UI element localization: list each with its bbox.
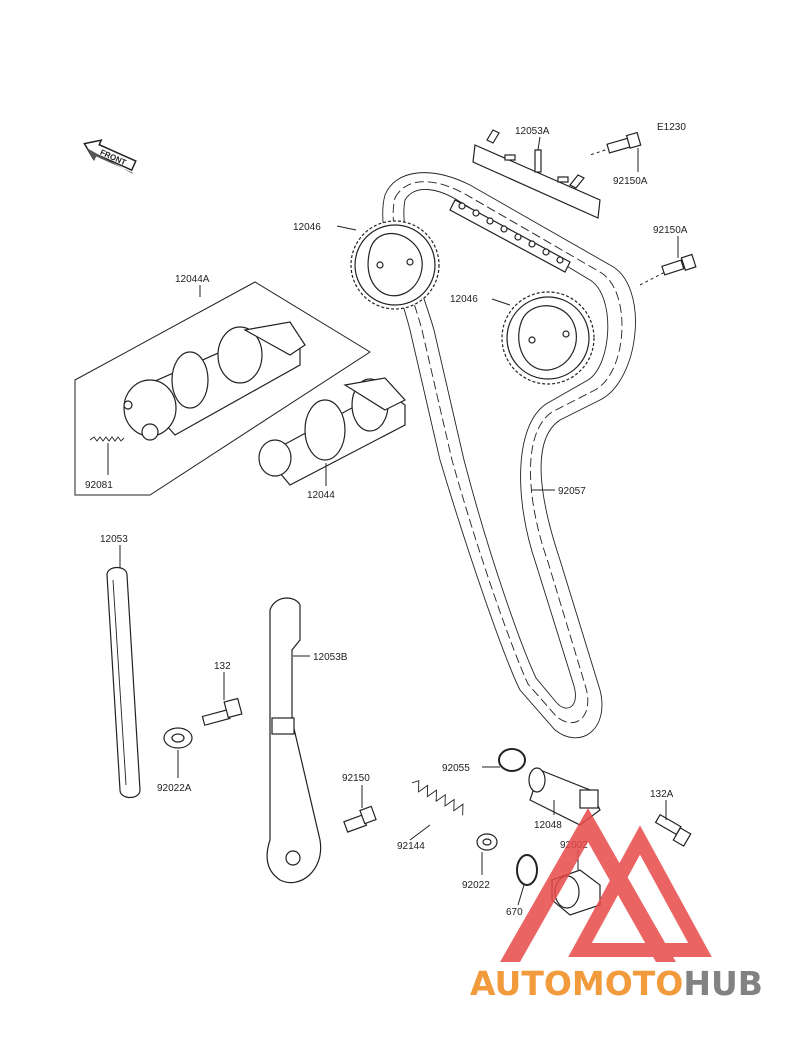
label-12044: 12044 bbox=[307, 490, 335, 501]
label-12053a: 12053A bbox=[515, 126, 550, 137]
watermark-text-automoto: AUTOMOTOHUB bbox=[470, 964, 763, 1003]
label-92055: 92055 bbox=[442, 763, 470, 774]
front-arrow-icon: FRONT bbox=[83, 139, 137, 174]
bolt-132 bbox=[201, 697, 243, 726]
chain-guide-12053 bbox=[106, 566, 141, 799]
bolt-132a bbox=[654, 813, 692, 847]
spring-92081 bbox=[89, 436, 125, 442]
label-92057: 92057 bbox=[558, 486, 586, 497]
label-92150a-right: 92150A bbox=[653, 225, 688, 236]
watermark-logo: AUTOMOTOHUB bbox=[470, 808, 763, 1003]
tensioner-12048 bbox=[528, 767, 601, 826]
camshaft-12044a-box bbox=[74, 281, 371, 496]
chain-links bbox=[449, 199, 571, 273]
sprocket-left bbox=[350, 220, 440, 310]
label-12044a: 12044A bbox=[175, 274, 210, 285]
o-ring-670 bbox=[516, 854, 538, 886]
sprocket-right bbox=[501, 291, 595, 385]
diagram-code: E1230 bbox=[657, 122, 686, 133]
label-92150a-top: 92150A bbox=[613, 176, 648, 187]
label-92144: 92144 bbox=[397, 841, 425, 852]
camshaft-12044 bbox=[258, 377, 406, 486]
label-92022: 92022 bbox=[462, 880, 490, 891]
chain-guide-12053b bbox=[266, 597, 322, 884]
watermark-automoto: AUTOMOTO bbox=[470, 964, 683, 1003]
bolt-92150a-right bbox=[639, 253, 697, 286]
label-12048: 12048 bbox=[534, 820, 562, 831]
spring-92144 bbox=[411, 780, 464, 816]
label-12046-right: 12046 bbox=[450, 294, 478, 305]
label-92150: 92150 bbox=[342, 773, 370, 784]
label-670: 670 bbox=[506, 907, 523, 918]
label-12053: 12053 bbox=[100, 534, 128, 545]
leader-lines bbox=[107, 136, 679, 906]
bolt-92150a-top bbox=[589, 131, 642, 156]
watermark-hub: HUB bbox=[683, 964, 763, 1003]
label-12053b: 12053B bbox=[313, 652, 348, 663]
washer-92022 bbox=[476, 833, 498, 851]
camshaft-12044a bbox=[123, 321, 306, 441]
bolt-92150 bbox=[343, 805, 377, 833]
label-92081: 92081 bbox=[85, 480, 113, 491]
top-chain-guide bbox=[472, 129, 601, 219]
cam-chain bbox=[382, 172, 636, 739]
label-132: 132 bbox=[214, 661, 231, 672]
label-132a: 132A bbox=[650, 789, 674, 800]
washer-92022a bbox=[163, 727, 193, 749]
label-12046-left: 12046 bbox=[293, 222, 321, 233]
o-ring-92055 bbox=[498, 748, 526, 772]
label-92022a: 92022A bbox=[157, 783, 192, 794]
